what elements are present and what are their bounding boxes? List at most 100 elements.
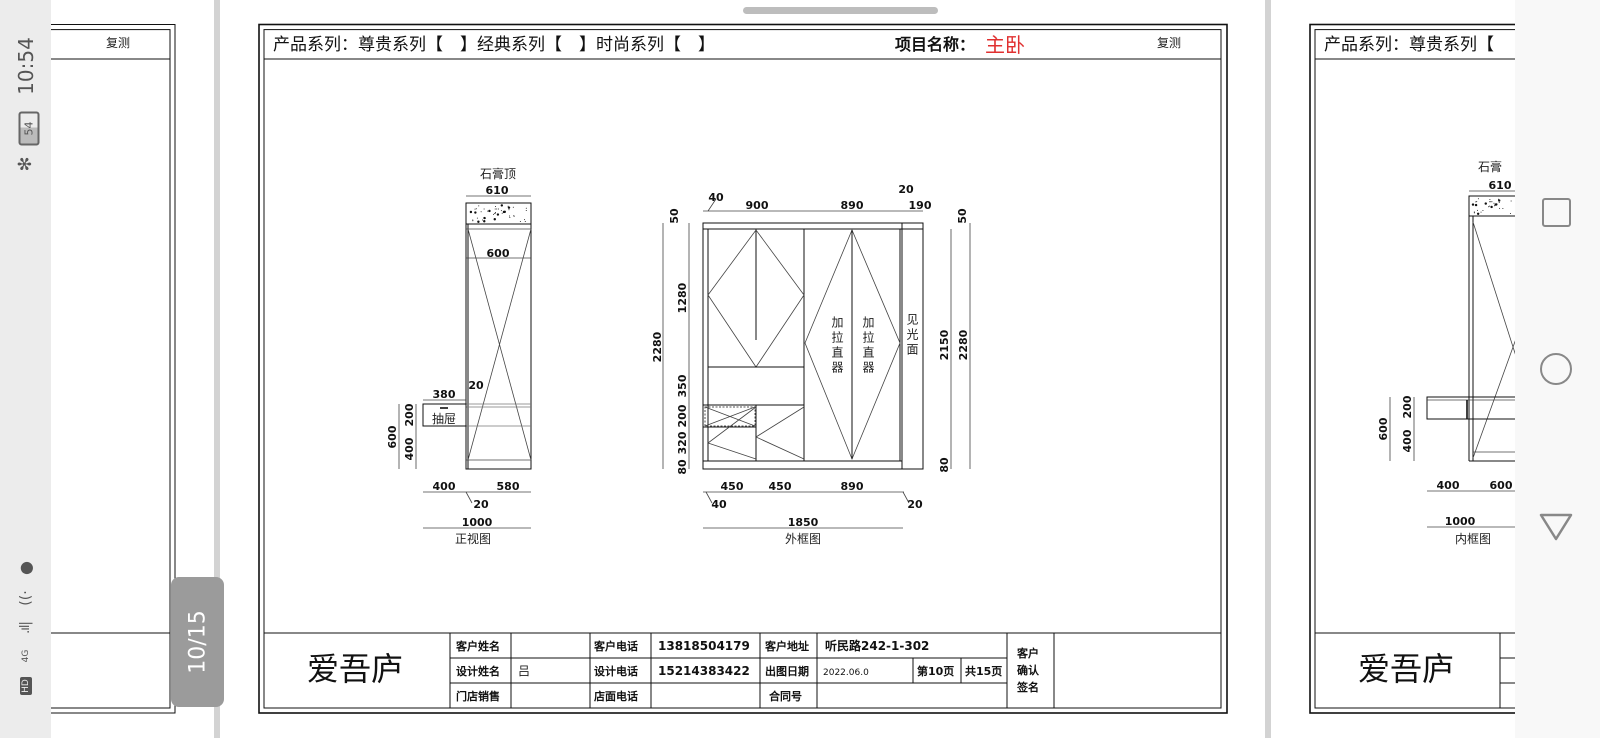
dim-label: 450	[721, 480, 744, 493]
texture-dot	[494, 211, 496, 213]
drawer-label: 抽屉	[432, 412, 456, 426]
navigation-bar	[1515, 0, 1600, 738]
project-name-label: 项目名称：	[895, 35, 975, 54]
horizontal-scroll-handle[interactable]	[743, 7, 938, 14]
page-separator	[214, 0, 220, 738]
texture-dot	[483, 220, 486, 223]
texture-dot	[525, 210, 527, 212]
dim-label: 400	[433, 480, 456, 493]
visible-side-label: 见光面	[905, 313, 919, 358]
dim-label: 1000	[1445, 515, 1476, 528]
hd-icon: HD	[16, 674, 36, 698]
texture-dot	[503, 210, 506, 214]
page-indicator-text: 10/15	[185, 610, 210, 674]
store-sales-label: 门店销售	[456, 689, 500, 703]
texture-dot	[1491, 201, 1493, 203]
texture-dot	[494, 206, 496, 208]
dim-label: 890	[841, 199, 864, 212]
texture-dot	[1471, 203, 1475, 206]
texture-dot	[469, 210, 473, 214]
texture-dot	[476, 217, 478, 219]
dim-label: 2280	[957, 329, 970, 360]
brand-logo: 爱吾庐	[307, 650, 403, 688]
texture-dot	[500, 204, 504, 207]
signal-icon: .ıl|	[18, 622, 33, 634]
dim-label: 890	[841, 480, 864, 493]
customer-confirm-label: 确认	[1017, 663, 1040, 677]
texture-dot	[493, 218, 496, 221]
texture-dot	[1476, 209, 1478, 211]
texture-dot	[512, 206, 514, 208]
dim-label: 600	[1490, 479, 1513, 492]
texture-dot	[1509, 213, 1511, 215]
issue-date-value: 2022.06.0	[823, 668, 869, 678]
texture-dot	[1488, 206, 1490, 208]
page-inner-border	[263, 29, 1222, 709]
page-indicator[interactable]: 10/15	[171, 577, 224, 707]
designer-name-label: 设计姓名	[456, 664, 500, 678]
texture-dot	[474, 211, 477, 214]
dim-label: 2150	[938, 329, 951, 360]
bluetooth-icon: ✻	[15, 156, 36, 172]
dim-label: 610	[1489, 179, 1512, 192]
designer-phone-label: 设计电话	[594, 664, 638, 678]
texture-dot	[493, 213, 495, 215]
remeasure-label: 复测	[1157, 36, 1181, 50]
texture-dot	[1482, 210, 1484, 212]
customer-name-label: 客户姓名	[455, 639, 500, 653]
project-name-value: 主卧	[985, 33, 1025, 57]
texture-dot	[474, 208, 476, 210]
texture-dot	[1473, 211, 1475, 213]
dim-label: 1000	[462, 516, 493, 529]
dim-label: 400	[403, 437, 416, 460]
back-button[interactable]	[1539, 512, 1573, 542]
dim-label: 320	[676, 431, 689, 454]
page-separator	[1265, 0, 1271, 738]
texture-dot	[1484, 202, 1487, 205]
battery-level: 54	[22, 121, 36, 136]
product-series-label: 产品系列：尊贵系列【	[1324, 35, 1494, 55]
hd-label: HD	[20, 677, 32, 695]
dim-label: 20	[907, 498, 923, 511]
texture-dot	[488, 209, 491, 213]
gypsum-texture	[1471, 198, 1512, 215]
texture-dot	[1498, 199, 1501, 202]
dim-label: 350	[676, 374, 689, 397]
texture-dot	[1494, 205, 1496, 207]
texture-dot	[519, 220, 521, 222]
texture-dot	[508, 209, 510, 211]
product-series-label: 产品系列：尊贵系列【 】经典系列【 】时尚系列【 】	[273, 35, 715, 55]
designer-name-value: 吕	[518, 664, 530, 678]
dim-label: 20	[473, 498, 489, 511]
dim-label: 450	[769, 480, 792, 493]
texture-dot	[472, 219, 474, 221]
previous-page[interactable]: 复测	[0, 24, 176, 714]
dim-label: 20	[898, 183, 914, 196]
brand-logo: 爱吾庐	[1358, 650, 1454, 688]
texture-dot	[1477, 198, 1479, 200]
texture-dot	[1489, 205, 1491, 207]
dim-label: 610	[486, 184, 509, 197]
texture-dot	[1476, 201, 1478, 203]
dim-label: 600	[1377, 417, 1390, 440]
texture-dot	[509, 215, 511, 217]
inner-view-title: 内框图	[1455, 532, 1491, 546]
home-button[interactable]	[1540, 353, 1572, 385]
next-page[interactable]: 产品系列：尊贵系列【 石膏 610 600 200 400 400 600 10…	[1309, 23, 1600, 714]
texture-dot	[1490, 205, 1493, 209]
texture-dot	[475, 208, 477, 210]
gypsum-top-label: 石膏	[1478, 159, 1502, 174]
wifi-icon: ((·	[18, 590, 34, 606]
texture-dot	[507, 206, 511, 209]
texture-dot	[1490, 201, 1492, 203]
recent-apps-button[interactable]	[1542, 198, 1571, 227]
texture-dot	[1476, 212, 1480, 215]
customer-address-value: 听民路242-1-302	[825, 638, 929, 653]
dim-label: 40	[708, 191, 724, 204]
texture-dot	[483, 216, 486, 220]
texture-dot	[477, 220, 480, 223]
battery-icon: 54	[18, 111, 40, 146]
texture-dot	[1510, 200, 1512, 202]
dim-label: 80	[938, 457, 951, 473]
dim-label: 400	[1401, 429, 1414, 452]
